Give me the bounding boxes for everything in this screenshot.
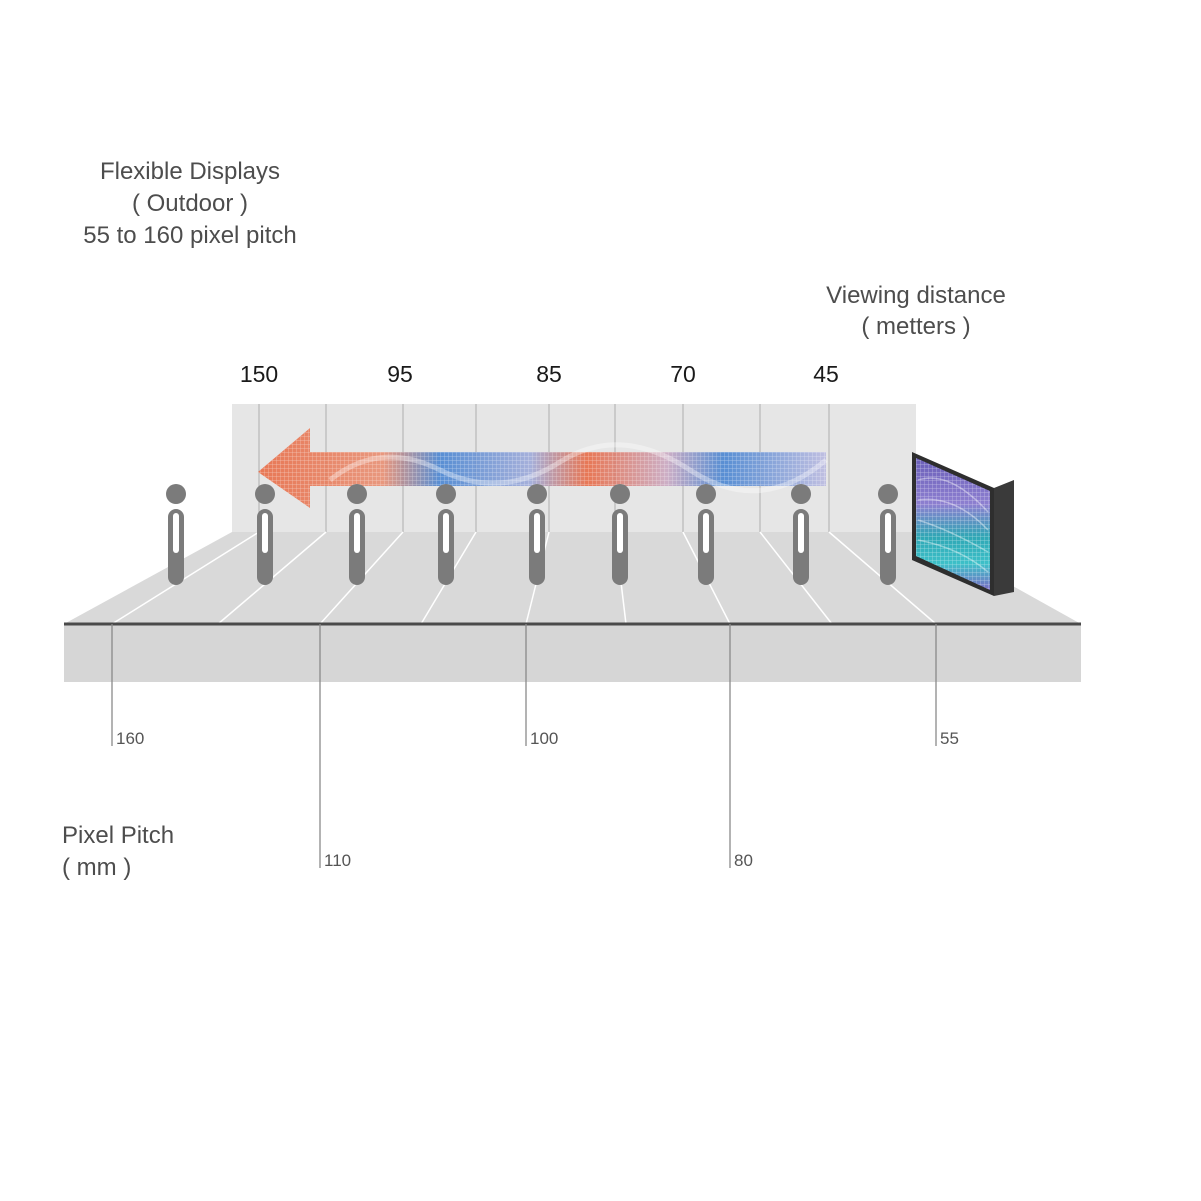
title-line-2: ( Outdoor ) — [131, 190, 249, 217]
distance-value: 70 — [670, 361, 696, 387]
pixel-pitch-unit: ( mm ) — [62, 854, 132, 881]
distance-value: 95 — [387, 361, 413, 387]
person-icon — [791, 484, 811, 585]
person-icon — [166, 484, 186, 585]
pitch-leader-lines — [111, 624, 937, 868]
pixel-pitch-heading: Pixel Pitch ( mm ) — [62, 820, 174, 884]
led-display-icon — [912, 452, 1014, 596]
title-line-3: 55 to 160 pixel pitch — [83, 222, 297, 249]
person-icon — [527, 484, 547, 585]
diagram-title: Flexible Displays ( Outdoor ) 55 to 160 … — [40, 156, 340, 252]
viewing-distance-unit: ( metters ) — [861, 313, 971, 340]
pitch-value: 55 — [940, 729, 959, 748]
person-icon — [878, 484, 898, 585]
pitch-value: 80 — [734, 851, 753, 870]
distance-value: 85 — [536, 361, 562, 387]
person-icon — [255, 484, 275, 585]
people-row — [166, 484, 898, 585]
pitch-value: 100 — [530, 729, 559, 748]
viewing-distance-label: Viewing distance — [826, 282, 1006, 309]
viewing-distance-heading: Viewing distance ( metters ) — [800, 280, 1032, 342]
person-icon — [436, 484, 456, 585]
pitch-value: 160 — [116, 729, 145, 748]
platform-front — [64, 624, 1081, 682]
person-icon — [347, 484, 367, 585]
direction-arrow-icon — [258, 428, 828, 508]
floor — [64, 532, 1081, 624]
distance-value: 150 — [239, 361, 279, 387]
title-line-1: Flexible Displays — [99, 158, 281, 185]
person-icon — [610, 484, 630, 585]
pixel-pitch-label: Pixel Pitch — [62, 822, 175, 849]
pitch-value: 110 — [324, 851, 352, 870]
person-icon — [696, 484, 716, 585]
distance-value: 45 — [813, 361, 839, 387]
